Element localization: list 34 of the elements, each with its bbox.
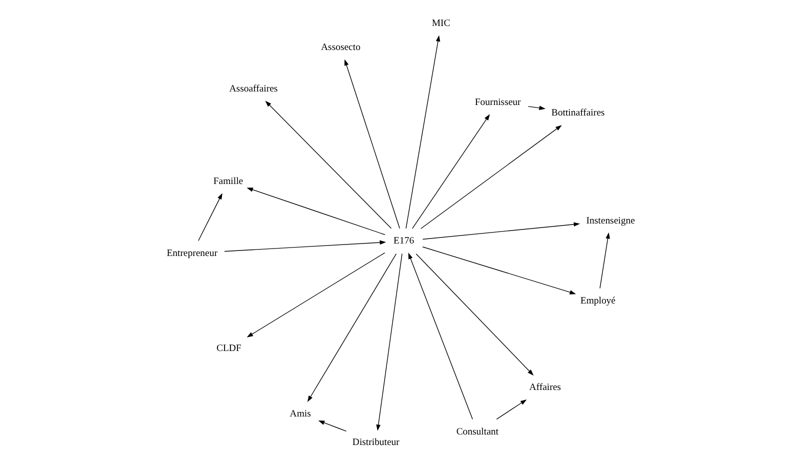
arrow: [496, 399, 527, 420]
arrow: [307, 253, 397, 402]
node-text: E176: [394, 236, 414, 247]
node-text: Instenseigne: [586, 215, 635, 226]
arrow: [318, 420, 347, 432]
node-text: Entrepreneur: [166, 248, 218, 259]
node-text: Famille: [213, 176, 244, 187]
arrow: [412, 114, 490, 229]
arrow: [376, 253, 402, 431]
arrow: [416, 253, 534, 376]
node-text: Bottinaffaires: [551, 108, 605, 119]
arrow: [420, 125, 562, 229]
arrow: [408, 252, 473, 420]
arrow: [528, 106, 546, 110]
node-text: Fournisseur: [474, 96, 521, 108]
arrow: [600, 232, 610, 289]
node-text: Affaires: [529, 382, 561, 393]
arrow: [422, 246, 576, 294]
arrow: [224, 240, 386, 252]
node-text: Employé: [580, 295, 616, 306]
node-text: Distributeur: [352, 436, 400, 448]
node-text: Consultant: [456, 426, 498, 438]
arrow: [246, 188, 386, 236]
arrow: [246, 252, 386, 338]
arrow: [422, 222, 580, 240]
arrow: [344, 59, 400, 229]
node-text: Assosecto: [321, 42, 360, 54]
node-text: CLDF: [216, 342, 242, 354]
node-text: MIC: [432, 18, 450, 30]
node-text: Amis: [290, 408, 311, 420]
arrow: [198, 193, 222, 242]
node-text: Assoaffaires: [229, 83, 278, 94]
arrow: [406, 35, 440, 229]
arrow: [265, 100, 392, 229]
